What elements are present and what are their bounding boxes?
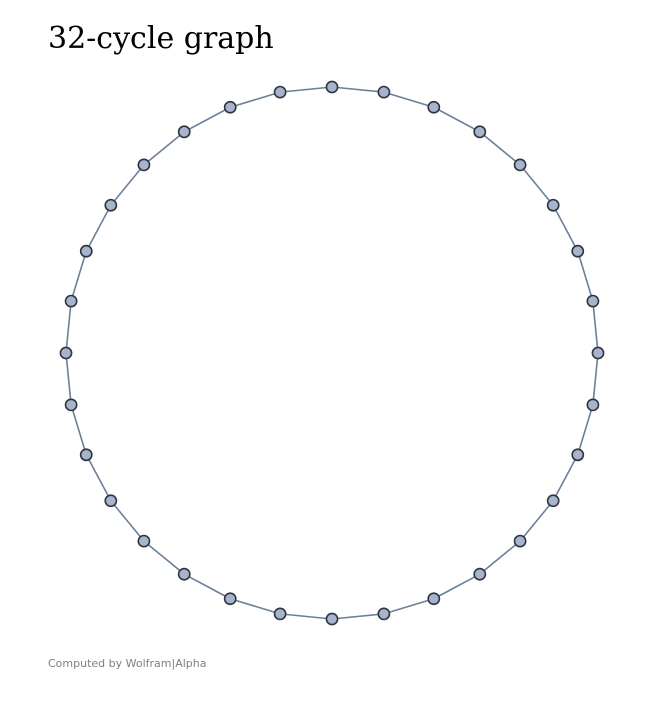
- graph-edge: [576, 250, 594, 302]
- graph-vertex: [571, 244, 585, 258]
- graph-vertex: [137, 158, 151, 172]
- graph-vertex: [177, 567, 191, 581]
- graph-vertex: [427, 592, 441, 606]
- graph-edge: [552, 454, 579, 502]
- graph-edge: [383, 91, 435, 109]
- graph-edge: [552, 204, 579, 252]
- graph-edge: [331, 86, 384, 93]
- graph-edge: [433, 573, 481, 600]
- graph-vertex: [325, 80, 339, 94]
- graph-vertex: [325, 612, 339, 626]
- graph-vertex: [546, 198, 560, 212]
- graph-edge: [85, 204, 112, 252]
- graph-edge: [70, 404, 88, 456]
- graph-vertex: [513, 158, 527, 172]
- graph-vertex: [513, 534, 527, 548]
- graph-edge: [70, 250, 88, 302]
- graph-vertex: [377, 607, 391, 621]
- graph-vertex: [104, 494, 118, 508]
- graph-edge: [65, 301, 72, 354]
- graph-vertex: [273, 85, 287, 99]
- graph-edge: [383, 597, 435, 615]
- graph-vertex: [223, 592, 237, 606]
- graph-edge: [519, 500, 554, 542]
- graph-edge: [143, 131, 185, 166]
- footer-credit: Computed by Wolfram|Alpha: [48, 657, 207, 670]
- graph-vertex: [223, 100, 237, 114]
- graph-vertex: [79, 448, 93, 462]
- graph-edge: [519, 164, 554, 206]
- graph-edge: [576, 404, 594, 456]
- graph-edge: [331, 613, 384, 620]
- graph-edge: [229, 91, 281, 109]
- graph-vertex: [79, 244, 93, 258]
- graph-vertex: [64, 294, 78, 308]
- graph-edge: [143, 540, 185, 575]
- graph-vertex: [427, 100, 441, 114]
- graph-edge: [479, 540, 521, 575]
- graph-edge: [183, 106, 231, 133]
- graph-edge: [592, 301, 599, 354]
- graph-vertex: [377, 85, 391, 99]
- graph-edge: [280, 86, 333, 93]
- graph-vertex: [571, 448, 585, 462]
- graph-edge: [110, 164, 145, 206]
- graph-vertex: [586, 294, 600, 308]
- graph-vertex: [473, 125, 487, 139]
- graph-edge: [183, 573, 231, 600]
- graph-edge: [85, 454, 112, 502]
- graph-vertex: [273, 607, 287, 621]
- graph-edge: [433, 106, 481, 133]
- graph-edge: [592, 352, 599, 405]
- graph-vertex: [546, 494, 560, 508]
- page-title: 32-cycle graph: [48, 21, 274, 56]
- graph-edge: [65, 352, 72, 405]
- graph-vertex: [591, 346, 605, 360]
- graph-vertex: [137, 534, 151, 548]
- vertices-layer: [59, 80, 605, 626]
- edges-layer: [65, 86, 599, 620]
- graph-edge: [229, 597, 281, 615]
- graph-edge: [479, 131, 521, 166]
- graph-vertex: [104, 198, 118, 212]
- graph-edge: [280, 613, 333, 620]
- graph-vertex: [59, 346, 73, 360]
- graph-vertex: [473, 567, 487, 581]
- graph-vertex: [64, 398, 78, 412]
- graph-vertex: [177, 125, 191, 139]
- graph-edge: [110, 500, 145, 542]
- graph-vertex: [586, 398, 600, 412]
